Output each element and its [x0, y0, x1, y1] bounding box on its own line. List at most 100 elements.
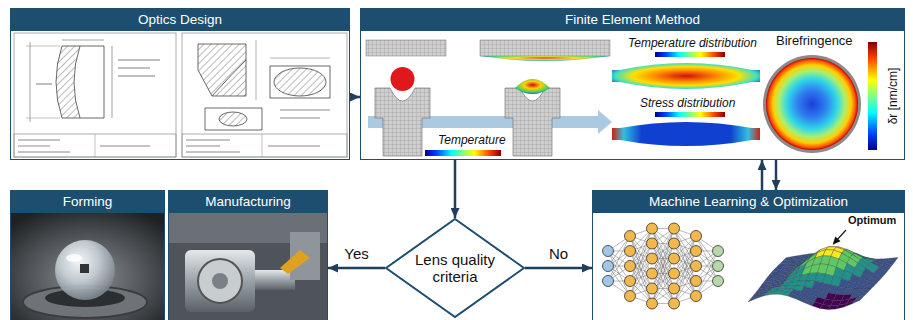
fem-simulation — [763, 55, 861, 153]
decision-text: Lens quality criteria — [407, 251, 503, 286]
forming-photo — [11, 213, 164, 320]
surface-patch — [863, 285, 874, 289]
manufacturing-photo — [212, 273, 228, 289]
network-neuron — [669, 238, 680, 249]
neural-network — [603, 223, 724, 309]
figure-label: Birefringence — [776, 33, 853, 48]
annotation-label: Optimum — [848, 214, 896, 226]
fem-simulation — [366, 40, 446, 56]
technical-drawing — [182, 33, 347, 157]
technical-drawing — [36, 83, 52, 85]
network-neuron — [669, 298, 680, 309]
diamond-shape — [386, 219, 524, 317]
process-panel: Optics Design — [10, 8, 350, 160]
fem-simulation — [868, 42, 877, 150]
technical-drawing — [26, 118, 60, 119]
leader-line — [833, 230, 846, 245]
network-neuron — [647, 283, 658, 294]
process-panel: Forming — [10, 190, 165, 320]
technical-drawing — [186, 139, 230, 140]
network-neuron — [625, 246, 636, 257]
technical-drawing — [18, 139, 60, 140]
technical-drawing — [18, 151, 70, 152]
technical-drawing — [205, 108, 262, 130]
network-neuron — [669, 253, 680, 264]
technical-drawing — [100, 145, 150, 146]
manufacturing-photo — [169, 213, 327, 320]
technical-drawing — [14, 33, 176, 157]
flow-arrow — [350, 96, 360, 99]
technical-drawing — [112, 46, 113, 118]
manufacturing-photo — [185, 250, 255, 312]
network-neuron — [625, 276, 636, 287]
network-link — [696, 236, 718, 281]
panel-header: Manufacturing — [169, 191, 327, 213]
fem-simulation — [480, 40, 610, 56]
panel-header: Finite Element Method — [361, 9, 904, 31]
technical-drawing — [256, 40, 257, 100]
network-link — [608, 236, 630, 281]
surface-patch — [748, 295, 759, 302]
edge-label: No — [547, 245, 570, 262]
figure-label: Temperature distribution — [628, 36, 757, 50]
flow-arrow — [761, 160, 764, 190]
leader-arrowhead — [833, 237, 841, 245]
technical-drawing — [219, 112, 247, 126]
forming-photo — [80, 264, 89, 273]
process-panel: Manufacturing — [168, 190, 328, 320]
forming-photo — [11, 213, 164, 320]
technical-drawing — [95, 134, 96, 157]
fem-simulation — [515, 79, 550, 94]
network-neuron — [691, 261, 702, 272]
fem-simulation — [480, 56, 610, 61]
technical-drawing — [30, 42, 31, 122]
technical-drawing — [118, 67, 150, 69]
technical-drawing — [56, 46, 80, 118]
network-neuron — [647, 223, 658, 234]
network-neuron — [713, 246, 724, 257]
manufacturing-photo — [198, 259, 242, 303]
panel-header: Optics Design — [11, 9, 349, 31]
network-neuron — [691, 291, 702, 302]
flow-arrow — [775, 160, 778, 190]
technical-drawing — [186, 151, 240, 152]
optimization-surface — [748, 247, 898, 310]
technical-drawing — [280, 109, 330, 110]
fem-simulation — [766, 58, 858, 150]
decision-label: Lens quality criteria — [407, 251, 503, 286]
fem-simulation — [505, 88, 560, 156]
technical-drawing — [262, 134, 263, 157]
network-link — [608, 251, 630, 296]
surface-patch — [852, 297, 863, 304]
network-neuron — [669, 268, 680, 279]
fem-simulation — [366, 40, 877, 156]
leader-line — [837, 230, 846, 240]
flow-arrow — [454, 160, 457, 218]
fem-simulation — [612, 122, 760, 146]
fem-simulation — [612, 63, 760, 89]
network-neuron — [669, 223, 680, 234]
network-neuron — [625, 261, 636, 272]
network-neuron — [625, 291, 636, 302]
fem-simulation — [375, 88, 430, 156]
technical-drawing — [212, 60, 246, 96]
network-link — [652, 259, 674, 304]
network-neuron — [691, 231, 702, 242]
manufacturing-photo — [169, 213, 327, 320]
technical-drawing — [14, 134, 176, 157]
fem-simulation — [655, 52, 725, 57]
technical-drawing — [182, 134, 347, 157]
flow-arrow — [328, 267, 385, 270]
axis-label: δr [nm/cm] — [886, 68, 900, 125]
technical-drawing — [270, 58, 330, 59]
network-neuron — [625, 231, 636, 242]
network-neuron — [647, 298, 658, 309]
manufacturing-photo — [280, 250, 310, 274]
technical-drawing — [14, 33, 176, 157]
forming-photo — [66, 254, 82, 262]
surface-patch — [844, 301, 855, 307]
technical-drawing — [280, 117, 320, 118]
network-neuron — [603, 261, 614, 272]
technical-drawing — [274, 68, 326, 96]
